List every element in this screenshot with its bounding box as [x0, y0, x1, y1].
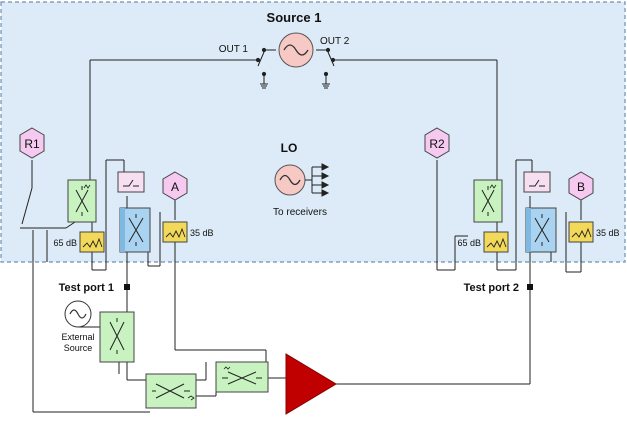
- lo-oscillator: [274, 164, 306, 196]
- test-port-2-connector: [527, 284, 533, 290]
- receiver-r1: R1: [19, 127, 45, 159]
- svg-text:A: A: [171, 180, 179, 194]
- external-coupler-lower: [145, 373, 197, 409]
- receiver-a: A: [162, 171, 188, 201]
- left-reference-coupler: [67, 179, 97, 223]
- external-source-oscillator: [64, 300, 92, 328]
- receiver-r2: R2: [424, 127, 450, 159]
- out2-switch: [322, 47, 336, 89]
- external-source-label-1: External: [61, 332, 94, 342]
- test-port-1-connector: [124, 284, 130, 290]
- left-port-switch-block: [117, 171, 145, 193]
- left-35db-attenuator: [162, 221, 188, 243]
- receiver-b: B: [568, 171, 594, 201]
- right-65db-attenuator: [483, 231, 509, 253]
- signal-wires: [20, 49, 582, 413]
- instrument-panel: [0, 1, 626, 263]
- right-reference-coupler: [473, 179, 503, 223]
- test-port-1-label: Test port 1: [59, 282, 114, 294]
- amplifier-icon: [285, 353, 337, 415]
- left-35db-label: 35 dB: [190, 228, 214, 238]
- out1-label: OUT 1: [219, 44, 249, 55]
- external-coupler-upper: [215, 361, 269, 393]
- external-source-label-2: Source: [64, 343, 93, 353]
- left-test-port-coupler: [119, 207, 151, 253]
- svg-text:B: B: [577, 180, 585, 194]
- svg-text:R1: R1: [24, 137, 40, 151]
- out1-switch: [255, 47, 268, 89]
- test-port-2-label: Test port 2: [464, 282, 519, 294]
- right-port-switch-block: [523, 171, 551, 193]
- left-65db-attenuator: [79, 231, 105, 253]
- lo-caption: To receivers: [273, 207, 327, 218]
- lo-receiver-arrows: [305, 163, 330, 197]
- source-1-oscillator: [278, 32, 314, 68]
- external-coupler-vertical: [99, 311, 135, 363]
- right-test-port-coupler: [525, 207, 557, 253]
- source-title: Source 1: [267, 10, 322, 25]
- right-35db-attenuator: [568, 221, 594, 243]
- svg-text:R2: R2: [429, 137, 445, 151]
- right-65db-label: 65 dB: [457, 238, 481, 248]
- out2-label: OUT 2: [320, 36, 350, 47]
- lo-label: LO: [281, 141, 298, 155]
- left-65db-label: 65 dB: [53, 238, 77, 248]
- right-35db-label: 35 dB: [596, 228, 620, 238]
